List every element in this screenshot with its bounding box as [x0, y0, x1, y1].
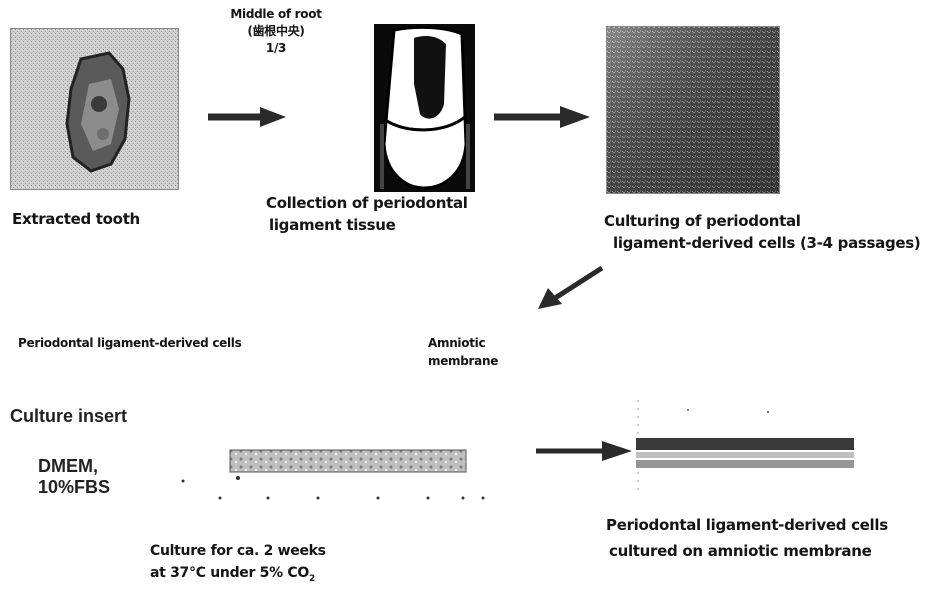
culture-time-line2: at 37°C under 5% CO2	[150, 562, 326, 590]
amniotic-label: Amniotic membrane	[428, 334, 498, 370]
medium-label-line2: 10%FBS	[38, 477, 110, 498]
culturing-label: Culturing of periodontal ligament-derive…	[604, 210, 921, 254]
collection-label: Collection of periodontal ligament tissu…	[266, 192, 468, 236]
culture-time-line2-text: at 37°C under 5% CO	[150, 565, 309, 581]
amniotic-label-line2: membrane	[428, 352, 498, 370]
pdl-cells-label: Periodontal ligament-derived cells	[18, 336, 241, 350]
root-note-line2: (歯根中央)	[226, 23, 326, 40]
extracted-tooth-label: Extracted tooth	[12, 210, 140, 228]
collection-label-line2: ligament tissue	[266, 214, 468, 236]
culture-time-line1: Culture for ca. 2 weeks	[150, 540, 326, 562]
root-note: Middle of root (歯根中央) 1/3	[226, 6, 326, 57]
collection-label-line1: Collection of periodontal	[266, 192, 468, 214]
root-note-line3: 1/3	[226, 40, 326, 57]
result-label-line2: cultured on amniotic membrane	[606, 538, 888, 564]
medium-label-line1: DMEM,	[38, 456, 110, 477]
result-label-line1: Periodontal ligament-derived cells	[606, 512, 888, 538]
extracted-tooth-photo	[10, 28, 179, 190]
tooth-diagram	[374, 24, 475, 192]
culturing-label-line1: Culturing of periodontal	[604, 210, 921, 232]
tooth-ligament-drawing	[374, 24, 475, 192]
arrow-culture-to-membrane	[530, 262, 610, 312]
culture-insert-diagram	[178, 440, 498, 510]
arrow-to-result	[536, 436, 636, 466]
co2-subscript: 2	[309, 574, 315, 584]
culturing-label-line2: ligament-derived cells (3-4 passages)	[604, 232, 921, 254]
medium-label: DMEM, 10%FBS	[38, 456, 110, 498]
cell-culture-photo	[606, 26, 780, 194]
culture-insert-label: Culture insert	[10, 406, 127, 427]
culture-time-label: Culture for ca. 2 weeks at 37°C under 5%…	[150, 540, 326, 590]
result-label: Periodontal ligament-derived cells cultu…	[606, 512, 888, 564]
result-membrane-diagram	[628, 400, 868, 500]
arrow-ligament-to-culture	[494, 102, 594, 132]
extracted-tooth-image	[11, 29, 178, 189]
cell-culture-image	[607, 27, 779, 193]
root-note-line1: Middle of root	[226, 6, 326, 23]
amniotic-label-line1: Amniotic	[428, 334, 498, 352]
arrow-tooth-to-ligament	[208, 102, 288, 132]
